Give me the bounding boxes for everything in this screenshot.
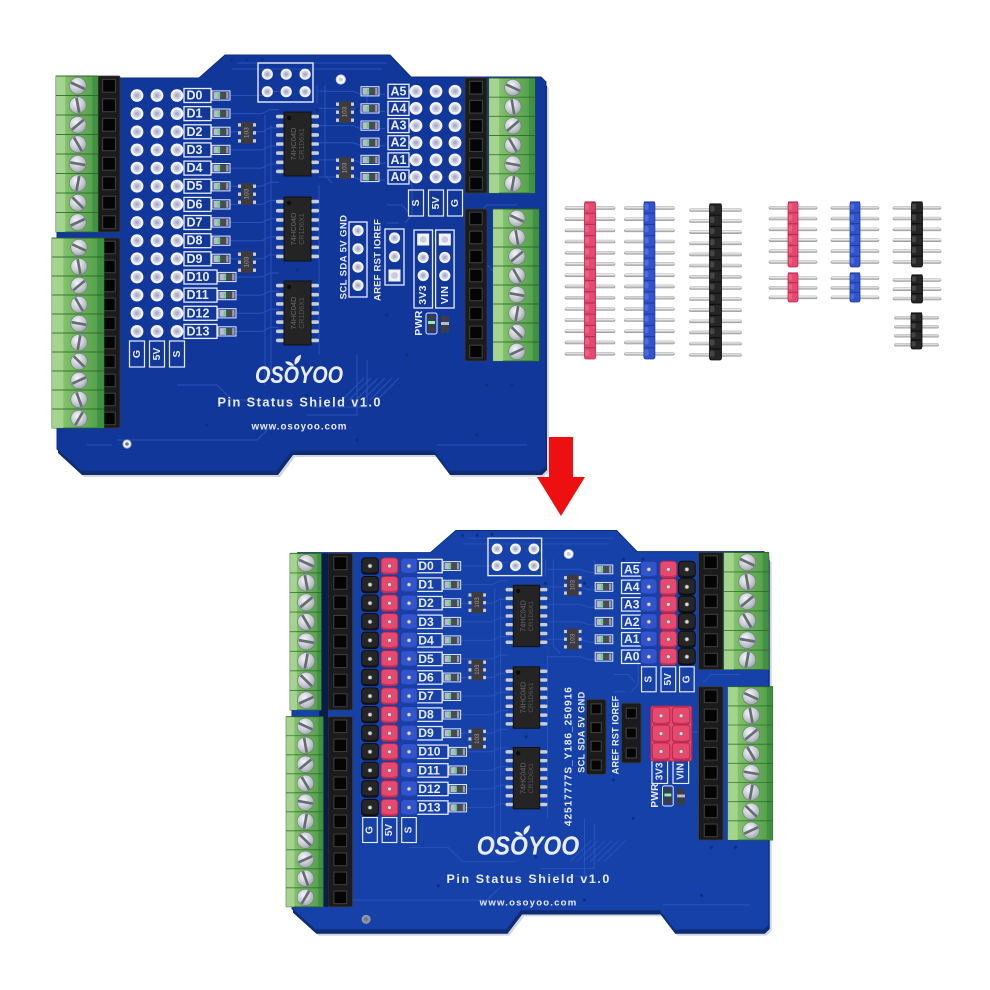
svg-text:D4: D4 bbox=[418, 633, 434, 647]
svg-text:VIN: VIN bbox=[439, 286, 451, 304]
svg-text:S: S bbox=[171, 350, 183, 357]
svg-text:A1: A1 bbox=[624, 632, 640, 646]
svg-text:PWR: PWR bbox=[413, 310, 425, 336]
svg-text:CR1D6X1: CR1D6X1 bbox=[528, 601, 535, 631]
svg-text:D2: D2 bbox=[187, 125, 203, 139]
svg-text:D3: D3 bbox=[418, 615, 434, 629]
svg-text:A5: A5 bbox=[391, 84, 407, 98]
svg-text:D11: D11 bbox=[187, 288, 209, 302]
svg-text:A3: A3 bbox=[624, 597, 640, 611]
svg-text:www.osoyoo.com: www.osoyoo.com bbox=[251, 422, 347, 433]
svg-text:3V3: 3V3 bbox=[417, 285, 429, 305]
svg-text:103: 103 bbox=[474, 597, 481, 608]
svg-text:5V: 5V bbox=[430, 197, 442, 210]
svg-text:103: 103 bbox=[474, 733, 481, 744]
svg-text:A0: A0 bbox=[624, 650, 640, 664]
svg-text:D10: D10 bbox=[187, 270, 210, 284]
svg-text:103: 103 bbox=[244, 127, 251, 138]
svg-text:74HC04D: 74HC04D bbox=[289, 127, 298, 161]
svg-text:CR1D6X1: CR1D6X1 bbox=[528, 763, 535, 793]
svg-text:D12: D12 bbox=[187, 306, 210, 320]
svg-text:74HC04D: 74HC04D bbox=[289, 296, 298, 330]
svg-text:D2: D2 bbox=[418, 596, 434, 610]
svg-text:D6: D6 bbox=[418, 671, 434, 685]
svg-text:S: S bbox=[410, 199, 422, 206]
svg-text:D7: D7 bbox=[418, 689, 434, 703]
svg-text:103: 103 bbox=[244, 256, 251, 267]
svg-text:D9: D9 bbox=[187, 252, 203, 266]
svg-text:74HC04D: 74HC04D bbox=[518, 682, 527, 714]
svg-text:S: S bbox=[643, 676, 654, 683]
svg-text:A2: A2 bbox=[391, 136, 407, 150]
svg-text:A4: A4 bbox=[391, 101, 407, 115]
svg-text:AREF RST IOREF: AREF RST IOREF bbox=[611, 695, 621, 774]
svg-text:D9: D9 bbox=[418, 726, 434, 740]
svg-text:A4: A4 bbox=[624, 580, 640, 594]
svg-text:D1: D1 bbox=[187, 107, 203, 121]
svg-text:5V: 5V bbox=[663, 673, 674, 686]
svg-text:SCL SDA 5V GND: SCL SDA 5V GND bbox=[577, 691, 587, 772]
svg-text:D11: D11 bbox=[418, 763, 440, 777]
svg-text:www.osoyoo.com: www.osoyoo.com bbox=[479, 898, 577, 909]
svg-text:CR1D6X1: CR1D6X1 bbox=[528, 682, 535, 712]
svg-text:D3: D3 bbox=[187, 143, 203, 157]
svg-text:D1: D1 bbox=[418, 578, 434, 592]
svg-text:AREF RST IOREF: AREF RST IOREF bbox=[373, 219, 384, 301]
svg-text:D13: D13 bbox=[187, 324, 210, 338]
svg-text:D6: D6 bbox=[187, 197, 203, 211]
svg-text:PWR: PWR bbox=[650, 783, 661, 808]
svg-text:A1: A1 bbox=[391, 153, 407, 167]
svg-text:SCL SDA 5V GND: SCL SDA 5V GND bbox=[339, 215, 350, 300]
svg-text:A5: A5 bbox=[624, 562, 640, 576]
svg-text:103: 103 bbox=[474, 664, 481, 675]
svg-text:CR1D6X1: CR1D6X1 bbox=[299, 128, 306, 160]
svg-text:OSOYOO: OSOYOO bbox=[255, 362, 343, 389]
svg-text:D0: D0 bbox=[418, 559, 434, 573]
svg-text:D4: D4 bbox=[187, 161, 203, 175]
svg-text:A2: A2 bbox=[624, 615, 640, 629]
svg-text:103: 103 bbox=[569, 580, 576, 591]
svg-text:5V: 5V bbox=[151, 348, 163, 361]
svg-text:103: 103 bbox=[342, 106, 349, 117]
svg-text:74HC04D: 74HC04D bbox=[518, 762, 527, 794]
svg-text:S: S bbox=[403, 826, 414, 833]
svg-text:D10: D10 bbox=[418, 745, 441, 759]
svg-text:OSOYOO: OSOYOO bbox=[477, 830, 579, 860]
svg-text:D7: D7 bbox=[187, 216, 203, 230]
svg-text:G: G bbox=[131, 350, 143, 358]
svg-text:3V3: 3V3 bbox=[654, 762, 665, 780]
svg-text:D8: D8 bbox=[418, 708, 434, 722]
svg-text:5V: 5V bbox=[384, 824, 395, 837]
svg-text:D5: D5 bbox=[418, 652, 434, 666]
svg-text:D8: D8 bbox=[187, 234, 203, 248]
svg-text:G: G bbox=[681, 675, 692, 683]
svg-text:D0: D0 bbox=[187, 89, 203, 103]
svg-text:A0: A0 bbox=[391, 170, 407, 184]
svg-text:103: 103 bbox=[342, 162, 349, 173]
svg-text:Pin Status Shield v1.0: Pin Status Shield v1.0 bbox=[218, 395, 381, 410]
svg-text:G: G bbox=[449, 199, 461, 207]
svg-text:A3: A3 bbox=[391, 119, 407, 133]
svg-text:CR1D6X1: CR1D6X1 bbox=[299, 297, 306, 329]
svg-text:G: G bbox=[364, 826, 375, 834]
svg-text:Pin Status Shield v1.0: Pin Status Shield v1.0 bbox=[447, 872, 610, 886]
svg-text:VIN: VIN bbox=[675, 763, 686, 780]
svg-text:D13: D13 bbox=[418, 801, 441, 815]
svg-text:103: 103 bbox=[244, 188, 251, 199]
svg-text:103: 103 bbox=[569, 633, 576, 644]
svg-text:D5: D5 bbox=[187, 179, 203, 193]
svg-text:D12: D12 bbox=[418, 782, 441, 796]
svg-text:74HC04D: 74HC04D bbox=[518, 600, 527, 632]
svg-text:74HC04D: 74HC04D bbox=[289, 212, 298, 246]
svg-text:42517777S_Y186_250916: 42517777S_Y186_250916 bbox=[563, 686, 574, 826]
svg-text:CR1D6X1: CR1D6X1 bbox=[299, 213, 306, 245]
